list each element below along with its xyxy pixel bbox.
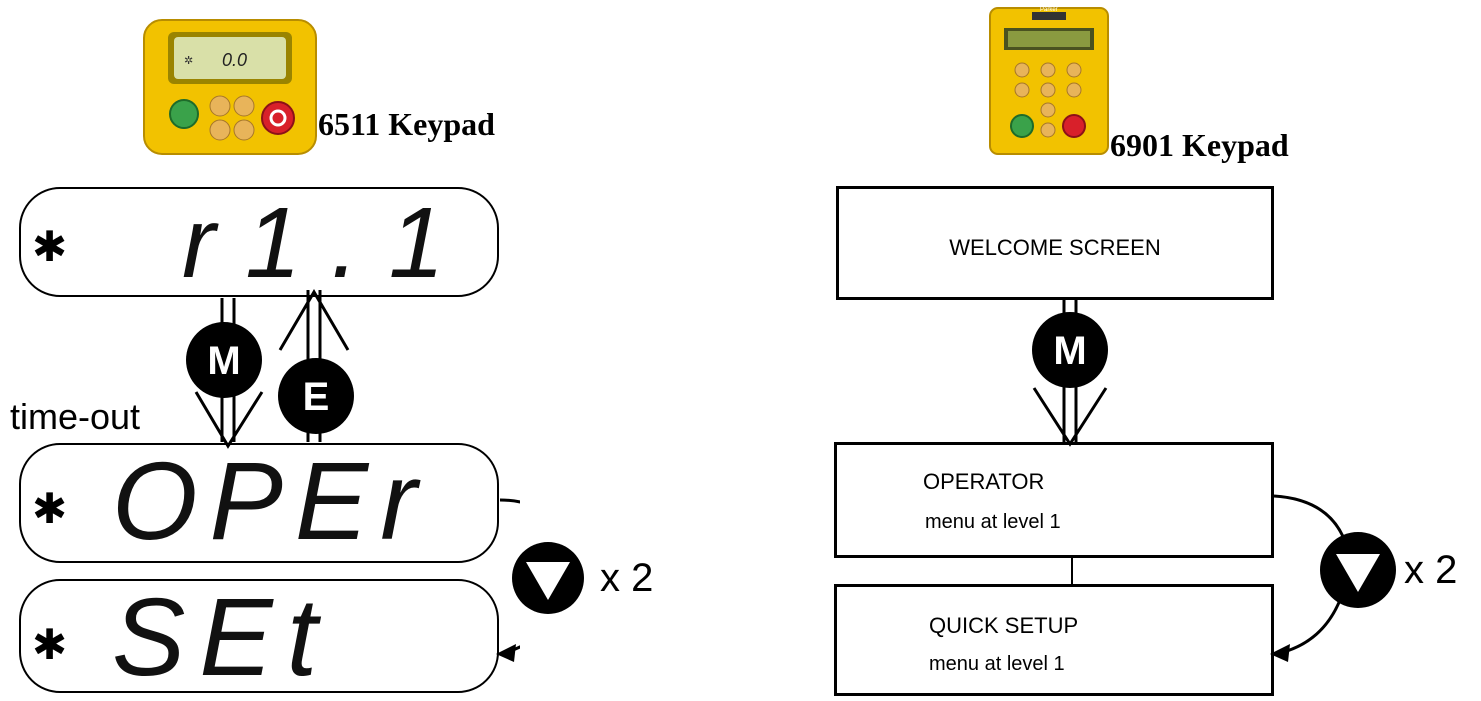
display-text-set: SEt: [112, 576, 332, 699]
operator-subtitle: menu at level 1: [925, 511, 1061, 533]
quick-setup-title: QUICK SETUP: [929, 613, 1079, 638]
display-panel-r11: [18, 186, 500, 298]
keypad-6901-image: [988, 6, 1110, 156]
keypad-6511-caption: 6511 Keypad: [318, 106, 495, 142]
down-arrow-icon: [1336, 554, 1380, 592]
m-button-right-label: M: [1053, 329, 1086, 373]
timeout-label: time-out: [10, 396, 141, 437]
svg-text:✲: ✲: [184, 55, 193, 67]
display-text-r11: r1.1: [182, 187, 475, 299]
display-panel-oper: [18, 442, 500, 564]
down-button-right[interactable]: [1318, 530, 1398, 610]
display-asterisk-2: ✱: [32, 485, 68, 532]
display-asterisk-1: ✱: [32, 223, 68, 270]
keypad-6511-image: ✲ 0.0: [142, 18, 318, 156]
m-button-right[interactable]: M: [1030, 310, 1110, 390]
keypad-6511-display-value: 0.0: [222, 50, 247, 70]
m-button-left[interactable]: M: [184, 320, 264, 400]
e-button-left[interactable]: E: [276, 356, 356, 436]
quick-setup-box: QUICK SETUP menu at level 1: [834, 584, 1274, 696]
keypad-6901-brand: Parker: [1040, 7, 1058, 13]
display-asterisk-3: ✱: [32, 621, 68, 668]
welcome-screen-label: WELCOME SCREEN: [949, 235, 1161, 260]
quick-setup-subtitle: menu at level 1: [929, 653, 1065, 675]
operator-box: OPERATOR menu at level 1: [834, 442, 1274, 558]
repeat-label-right: x 2: [1404, 548, 1458, 592]
down-arrow-icon: [526, 562, 570, 600]
welcome-screen-box: WELCOME SCREEN: [836, 186, 1274, 300]
display-text-oper: OPEr: [112, 440, 429, 563]
operator-title: OPERATOR: [923, 469, 1045, 494]
e-button-left-label: E: [303, 375, 330, 419]
repeat-label-left: x 2: [600, 556, 654, 600]
m-button-left-label: M: [207, 339, 240, 383]
display-panel-set: [18, 578, 500, 694]
down-button-left[interactable]: [510, 540, 586, 616]
keypad-6901-caption: 6901 Keypad: [1110, 127, 1289, 163]
